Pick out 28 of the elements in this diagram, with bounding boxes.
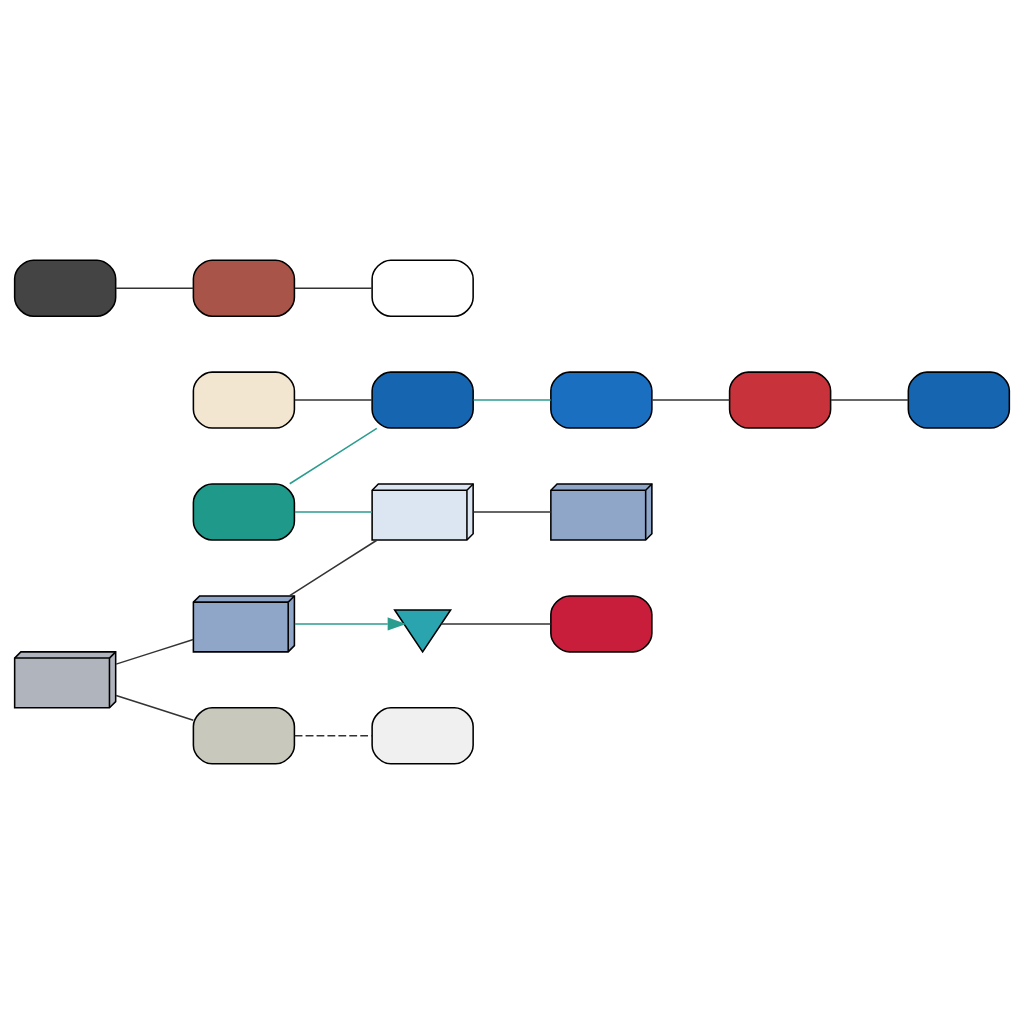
connector	[115, 694, 195, 721]
connector	[294, 399, 373, 401]
connector	[294, 287, 373, 289]
connector	[115, 287, 195, 289]
node-box	[192, 707, 296, 765]
connector	[830, 399, 910, 401]
node-box	[192, 371, 296, 429]
node-box	[907, 371, 1011, 429]
node-box	[192, 259, 296, 317]
node-box	[192, 483, 296, 541]
node-box	[550, 595, 653, 653]
connector	[289, 539, 378, 597]
node-box	[13, 259, 117, 317]
node-box	[550, 371, 653, 429]
connector	[651, 399, 731, 401]
connector	[440, 623, 552, 625]
node-box	[371, 371, 474, 429]
connector	[289, 427, 378, 485]
connector	[472, 399, 552, 401]
node-box	[728, 371, 832, 429]
node-box	[371, 259, 474, 317]
node-triangle	[393, 609, 453, 654]
arrow	[294, 617, 407, 631]
connector	[294, 511, 373, 513]
node-box	[371, 707, 474, 765]
connector	[294, 735, 373, 737]
connector	[472, 511, 552, 513]
connector	[115, 638, 195, 665]
